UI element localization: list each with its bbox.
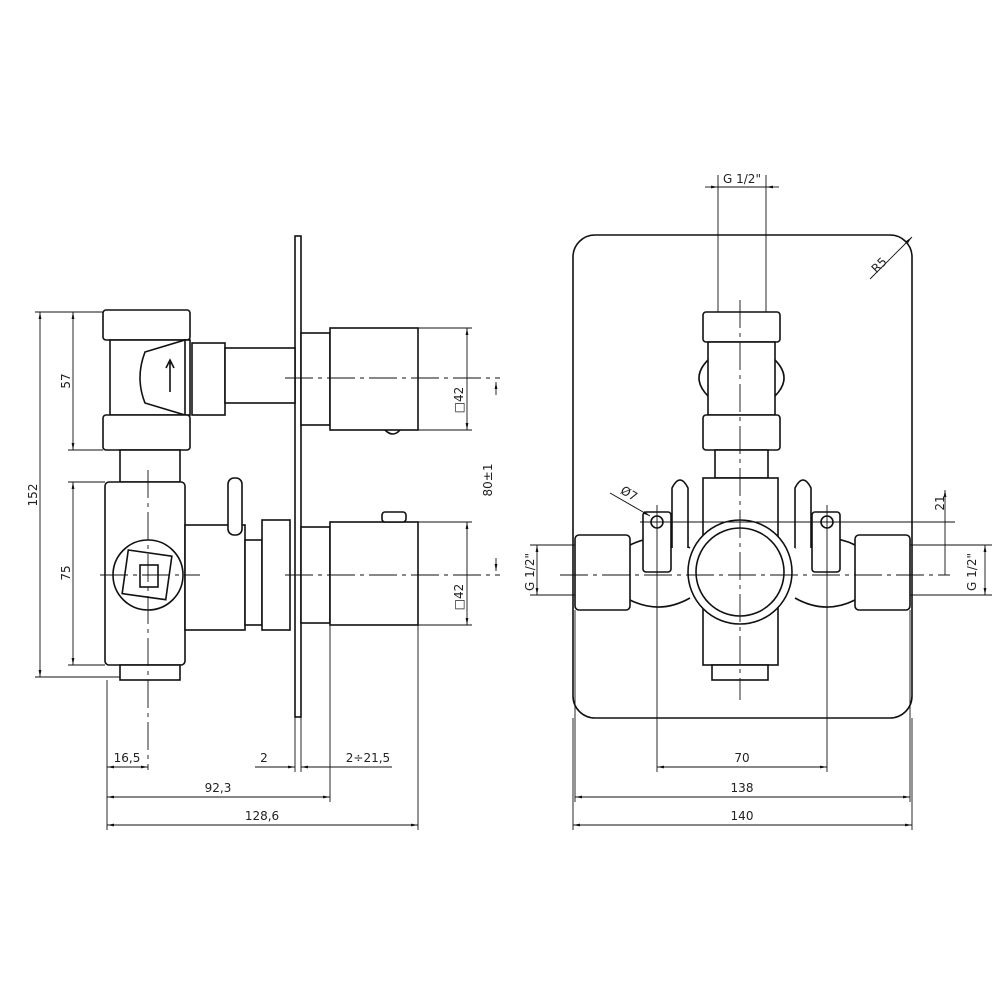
dim-2-21-5: 2÷21,5 <box>346 751 390 765</box>
front-view: G 1/2" R5 Ø7 21 G 1/2" G 1/2" 70 138 140 <box>523 172 992 830</box>
lower-body <box>104 477 291 681</box>
dim-21: 21 <box>933 495 947 510</box>
dim-16-5: 16,5 <box>114 751 141 765</box>
dim-75: 75 <box>59 565 73 580</box>
dim-80: 80±1 <box>481 464 495 497</box>
dim-140: 140 <box>731 809 754 823</box>
upper-valve <box>102 309 296 483</box>
lower-handle <box>300 511 419 626</box>
dim-128-6: 128,6 <box>245 809 279 823</box>
dim-top-thread: G 1/2" <box>723 172 761 186</box>
front-upper-valve <box>698 311 785 479</box>
dim-upper-handle-42: □42 <box>452 387 466 414</box>
upper-handle <box>300 327 419 435</box>
dim-92-3: 92,3 <box>205 781 232 795</box>
dim-152: 152 <box>26 484 40 507</box>
dim-left-thread: G 1/2" <box>523 553 537 591</box>
dim-138: 138 <box>731 781 754 795</box>
dim-57: 57 <box>59 373 73 388</box>
side-view: 152 57 75 □42 □42 80±1 16,5 2 2÷21,5 92,… <box>26 235 500 830</box>
dim-70: 70 <box>734 751 749 765</box>
dim-right-thread: G 1/2" <box>965 553 979 591</box>
flow-arrow-icon <box>165 358 175 392</box>
dim-lower-handle-42: □42 <box>452 584 466 611</box>
wall-plate <box>294 235 302 718</box>
dim-2: 2 <box>260 751 268 765</box>
